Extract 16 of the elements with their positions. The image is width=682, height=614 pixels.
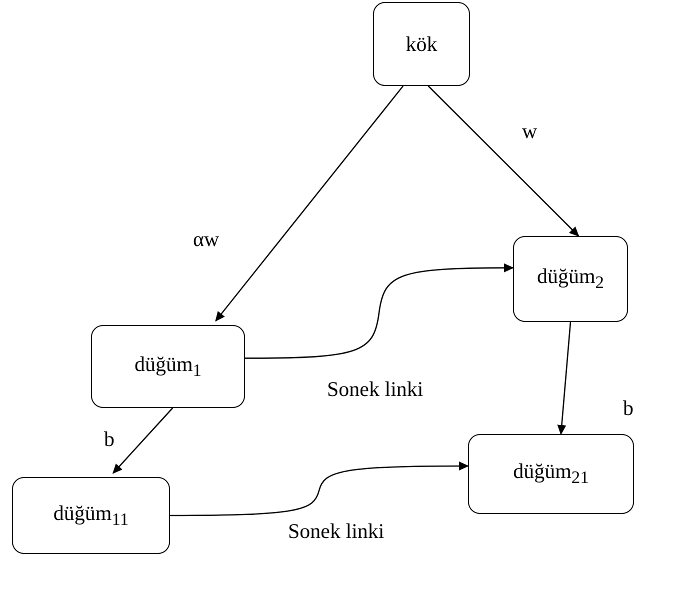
arrow <box>245 263 514 359</box>
node-box <box>513 236 628 322</box>
arrow <box>215 86 404 322</box>
arrow <box>170 462 469 516</box>
node-box <box>91 325 245 408</box>
arrow <box>557 322 572 435</box>
arrow <box>428 86 580 237</box>
node-box <box>12 477 170 554</box>
node-label: kök <box>406 32 438 56</box>
node-label: düğüm$_{1}$ <box>134 352 202 382</box>
node-label: düğüm$_{11}$ <box>53 500 129 530</box>
node-box <box>373 2 470 86</box>
arrow <box>112 408 174 474</box>
node-label: düğüm$_{21}$ <box>513 459 589 489</box>
node-label: düğüm$_{2}$ <box>536 264 604 294</box>
node-box <box>468 434 634 514</box>
